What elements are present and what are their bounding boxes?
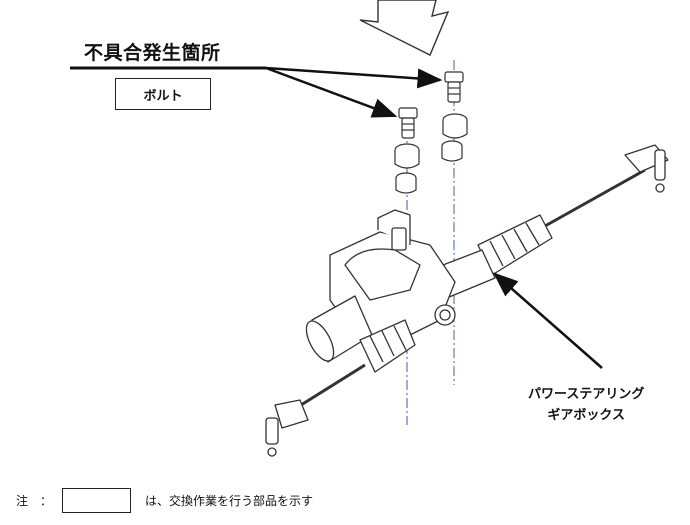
- bolt-part-box: ボルト: [115, 78, 211, 110]
- note-prefix: 注: [16, 494, 29, 508]
- legend-note: 注 ： は、交換作業を行う部品を示す: [16, 488, 313, 513]
- attention-arrow-icon: [359, 0, 450, 56]
- nut-left-upper: [394, 143, 420, 169]
- note-separator: ：: [40, 494, 53, 508]
- nut-right-upper: [442, 113, 468, 139]
- gearbox-label: パワーステアリング ギアボックス: [528, 384, 644, 426]
- nut-left-lower: [395, 172, 417, 194]
- leader-line-gearbox: [493, 272, 603, 369]
- bolt-right: [444, 71, 464, 103]
- bolt-part-label: ボルト: [143, 88, 183, 104]
- leader-line-right-bolt: [265, 66, 443, 89]
- bolt-left: [398, 107, 418, 139]
- legend-box-sample: [62, 488, 132, 513]
- defect-location-title: 不具合発生箇所: [84, 42, 221, 64]
- gearbox-label-line1: パワーステアリング: [528, 387, 645, 402]
- nut-right-lower: [441, 140, 463, 162]
- steering-gearbox-assembly: [265, 144, 669, 457]
- note-text: は、交換作業を行う部品を示す: [145, 494, 314, 508]
- leader-line-left-bolt: [265, 66, 398, 118]
- gearbox-label-line2: ギアボックス: [547, 408, 625, 423]
